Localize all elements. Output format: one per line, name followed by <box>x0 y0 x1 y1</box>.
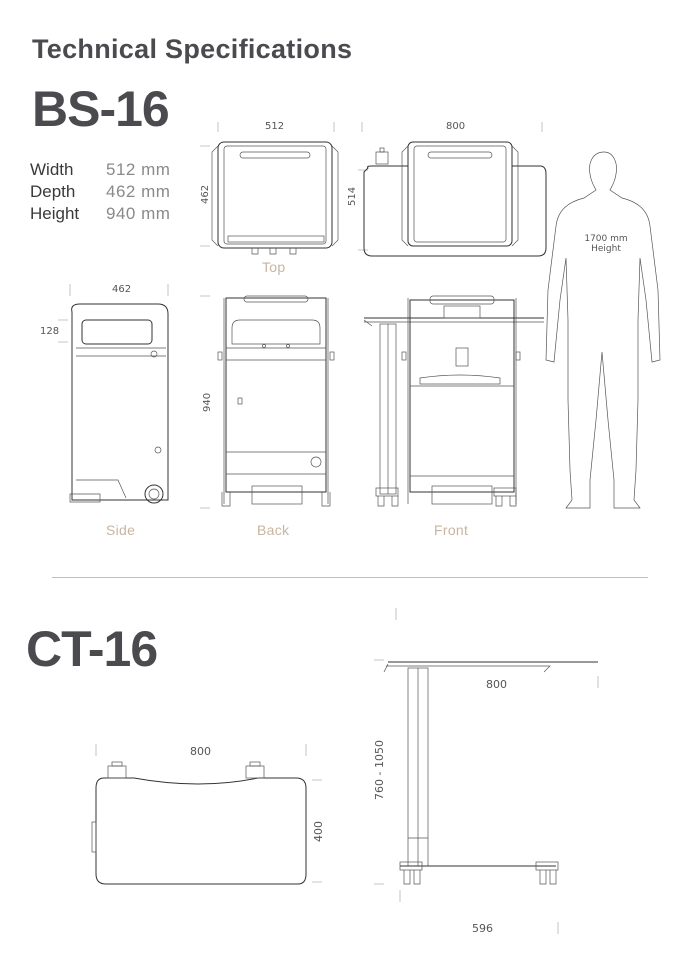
bs16-back-view <box>200 295 335 509</box>
spec-width: Width 512 mm <box>30 160 170 180</box>
person-height-value: 1700 mm <box>584 234 628 244</box>
dim-back-height: 940 <box>202 392 213 412</box>
view-label-back: Back <box>257 522 290 538</box>
view-label-top: Top <box>262 259 286 275</box>
bs16-tabletop-view <box>358 122 547 257</box>
person-height-label: 1700 mm Height <box>584 234 628 254</box>
bs16-front-view <box>363 295 544 507</box>
ct16-dim-base-width: 596 <box>472 922 493 935</box>
ct16-dim-top-depth: 400 <box>312 821 325 842</box>
view-label-side: Side <box>106 522 136 538</box>
dim-side-handle: 128 <box>40 326 60 337</box>
spec-width-value: 512 mm <box>106 160 171 179</box>
spec-depth-value: 462 mm <box>106 182 171 201</box>
dim-tabletop-width: 800 <box>446 121 466 132</box>
ct16-model-title: CT-16 <box>26 621 158 677</box>
dim-side-depth: 462 <box>112 284 132 295</box>
section-divider <box>52 577 648 578</box>
ct16-top-view <box>91 744 322 885</box>
bs16-top-view <box>200 122 339 255</box>
dim-tabletop-depth: 514 <box>347 186 358 206</box>
dim-top-depth: 462 <box>200 184 211 204</box>
spec-depth-label: Depth <box>30 182 76 201</box>
bs16-model-title: BS-16 <box>32 81 170 137</box>
spec-height-value: 940 mm <box>106 204 171 223</box>
spec-width-label: Width <box>30 160 74 179</box>
ct16-dim-top-width: 800 <box>190 745 211 758</box>
dim-top-width: 512 <box>265 121 285 132</box>
page-title: Technical Specifications <box>32 34 353 64</box>
person-silhouette-icon <box>545 151 661 509</box>
spec-height: Height 940 mm <box>30 204 170 224</box>
view-label-front: Front <box>434 522 469 538</box>
ct16-side-view <box>374 608 599 934</box>
spec-height-label: Height <box>30 204 80 223</box>
ct16-dim-side-top-width: 800 <box>486 678 507 691</box>
ct16-dim-height-range: 760 - 1050 <box>373 740 386 800</box>
person-height-caption: Height <box>591 244 621 254</box>
spec-depth: Depth 462 mm <box>30 182 170 202</box>
bs16-side-view <box>58 284 169 504</box>
